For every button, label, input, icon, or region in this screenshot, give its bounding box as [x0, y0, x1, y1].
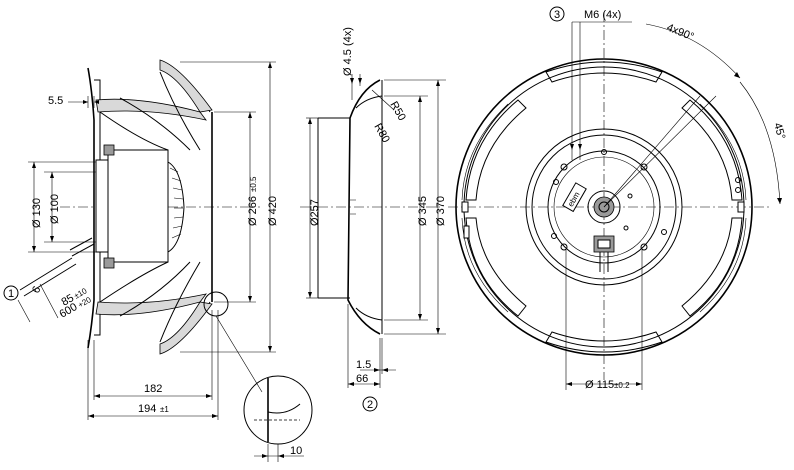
callout-2-circle — [362, 396, 378, 412]
detail-view: 10 — [243, 375, 313, 462]
callout-1: 1 — [8, 288, 14, 300]
tol-194: ±1 — [160, 405, 169, 414]
dia-370: Ø 370 — [435, 196, 447, 226]
dia-130: Ø 130 — [31, 198, 43, 228]
dim-5-5: 5.5 — [48, 95, 63, 107]
dia-115: Ø 115 — [585, 379, 614, 391]
dia-257: Ø257 — [309, 199, 321, 226]
cable-85: 85 — [60, 292, 77, 309]
angle-4x90: 4x90° — [665, 22, 696, 44]
side-view — [19, 59, 263, 393]
callout-3: 3 — [554, 9, 560, 21]
inlet-ring-view: Ø 4.5 (4x) R50 R80 Ø257 Ø 345 Ø 370 1.5 — [300, 27, 447, 412]
tol-115: ±0.2 — [614, 381, 630, 390]
len-194: 194 — [138, 403, 156, 415]
len-182: 182 — [144, 383, 162, 395]
dia-420: Ø 420 — [267, 196, 279, 226]
cable-6: 6 — [30, 284, 43, 295]
r50: R50 — [387, 100, 407, 123]
dia-100: Ø 100 — [49, 194, 61, 224]
thread-m6: M6 (4x) — [584, 9, 621, 21]
dia-266: Ø 266 — [247, 196, 259, 226]
dia-345: Ø 345 — [417, 196, 429, 226]
inlet-holes: Ø 4.5 (4x) — [342, 27, 354, 76]
tol-266: ±0.5 — [249, 176, 258, 192]
side-view-dimensions: 5.5 Ø 130 Ø 100 Ø 266 ±0.5 Ø 420 — [3, 61, 279, 420]
angle-45: 45° — [771, 122, 787, 141]
r80: R80 — [371, 122, 391, 145]
callout-2: 2 — [367, 399, 373, 411]
front-view: ebm — [448, 12, 770, 380]
dim-10: 10 — [290, 445, 302, 457]
dim-1-5: 1.5 — [356, 359, 371, 371]
dim-66: 66 — [356, 373, 368, 385]
callout-1-circle — [3, 285, 19, 301]
callout-3-circle — [549, 6, 565, 22]
cable-600: 600 — [58, 301, 80, 321]
